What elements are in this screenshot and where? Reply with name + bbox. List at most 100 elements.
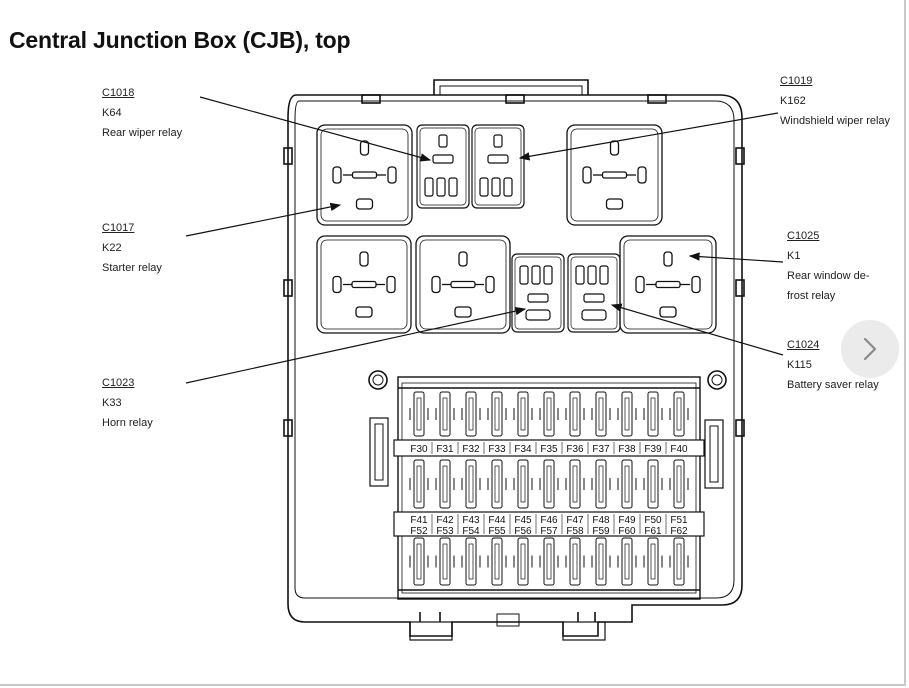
fuse-slot: [491, 537, 503, 586]
fuse-label: F60: [618, 526, 636, 537]
next-image-button[interactable]: [841, 320, 899, 378]
fuse-slot: [413, 459, 425, 509]
fuse-label: F45: [514, 515, 532, 526]
fuse-band-3: [409, 537, 689, 586]
relay-socket-c1019-right: [566, 124, 663, 226]
fuse-label: F38: [618, 444, 636, 455]
callout-c1024: C1024 K115 Battery saver relay: [787, 335, 879, 395]
fuse-label: F53: [436, 526, 454, 537]
mini-relay-c1018: [416, 124, 470, 209]
fuse-label: F55: [488, 526, 506, 537]
relay-id: K1: [787, 250, 801, 262]
fuse-label: F57: [540, 526, 558, 537]
fuse-label: F44: [488, 515, 506, 526]
fuse-label-strip-2: F41F52F42F53F43F54F44F55F45F56F46F57F47F…: [393, 511, 705, 537]
fuse-slot: [673, 391, 685, 437]
fuse-slot: [465, 537, 477, 586]
fuse-band-1: [409, 391, 689, 437]
connector-label: C1024: [787, 339, 820, 351]
callout-c1017: C1017 K22 Starter relay: [102, 218, 162, 278]
fuse-slot: [517, 537, 529, 586]
fuse-slot: [491, 459, 503, 509]
fuse-label: F36: [566, 444, 584, 455]
relay-description: Windshield wiper relay: [780, 115, 891, 127]
fuse-slot: [621, 537, 633, 586]
fuse-slot: [621, 391, 633, 437]
fuse-slot: [569, 459, 581, 509]
relay-description: Rear wiper relay: [102, 127, 183, 139]
fuse-slot: [647, 537, 659, 586]
fuse-slot: [543, 537, 555, 586]
fuse-slot: [413, 537, 425, 586]
fuse-label: F47: [566, 515, 584, 526]
mini-relay-c1023: [511, 253, 565, 333]
fuse-label: F31: [436, 444, 454, 455]
relay-socket-c1025: [619, 235, 717, 334]
fuse-label: F50: [644, 515, 662, 526]
fuse-band-2: [409, 459, 689, 509]
page-title: Central Junction Box (CJB), top: [9, 27, 351, 53]
fuse-slot: [543, 391, 555, 437]
relay-description: Rear window de-: [787, 270, 870, 282]
fuse-label: F48: [592, 515, 610, 526]
fuse-slot: [439, 391, 451, 437]
relay-id: K64: [102, 107, 122, 119]
mini-relay-c1019: [471, 124, 525, 209]
fuse-label: F34: [514, 444, 532, 455]
fuse-label: F46: [540, 515, 558, 526]
fuse-label: F40: [670, 444, 688, 455]
relay-description: Starter relay: [102, 262, 162, 274]
fuse-slot: [569, 537, 581, 586]
fuse-slot: [595, 537, 607, 586]
fuse-slot: [491, 391, 503, 437]
fuse-slot: [413, 391, 425, 437]
chevron-right-icon: [863, 337, 877, 361]
fuse-slot: [517, 391, 529, 437]
fuse-slot: [569, 391, 581, 437]
fuse-slot: [621, 459, 633, 509]
housing: [283, 79, 745, 641]
fuse-slot: [647, 459, 659, 509]
relay-id: K22: [102, 242, 122, 254]
fuse-label: F30: [410, 444, 428, 455]
callout-c1023: C1023 K33 Horn relay: [102, 373, 153, 433]
fuse-label: F37: [592, 444, 610, 455]
fuse-label: F54: [462, 526, 480, 537]
mini-relay-c1024: [567, 253, 621, 333]
callout-c1019: C1019 K162 Windshield wiper relay: [780, 71, 890, 131]
fuse-label: F35: [540, 444, 558, 455]
leader-lines: [185, 96, 784, 384]
fuse-label: F58: [566, 526, 584, 537]
relay-description-cont: frost relay: [787, 290, 836, 302]
connector-label: C1019: [780, 75, 813, 87]
fuse-slot: [543, 459, 555, 509]
relay-socket-c1018-left: [316, 124, 413, 226]
connector-label: C1018: [102, 87, 135, 99]
fuse-slot: [673, 537, 685, 586]
relay-description: Battery saver relay: [787, 379, 879, 391]
fuse-slot: [595, 459, 607, 509]
fuse-block-outline: [397, 376, 701, 600]
fuse-label: F39: [644, 444, 662, 455]
fuse-label: F49: [618, 515, 636, 526]
fuse-label: F41: [410, 515, 428, 526]
callout-c1018: C1018 K64 Rear wiper relay: [102, 83, 182, 143]
fuse-slot: [465, 459, 477, 509]
fuse-slot: [465, 391, 477, 437]
relay-id: K115: [787, 359, 812, 371]
relay-id: K162: [780, 95, 806, 107]
fuse-slot: [673, 459, 685, 509]
fuse-slot: [647, 391, 659, 437]
connector-label: C1017: [102, 222, 135, 234]
fuse-slot: [517, 459, 529, 509]
fuse-slot: [439, 459, 451, 509]
relay-socket-c1017: [316, 235, 412, 334]
fuse-slot: [439, 537, 451, 586]
fuse-label: F51: [670, 515, 688, 526]
fuse-label: F32: [462, 444, 480, 455]
fuse-label: F42: [436, 515, 454, 526]
